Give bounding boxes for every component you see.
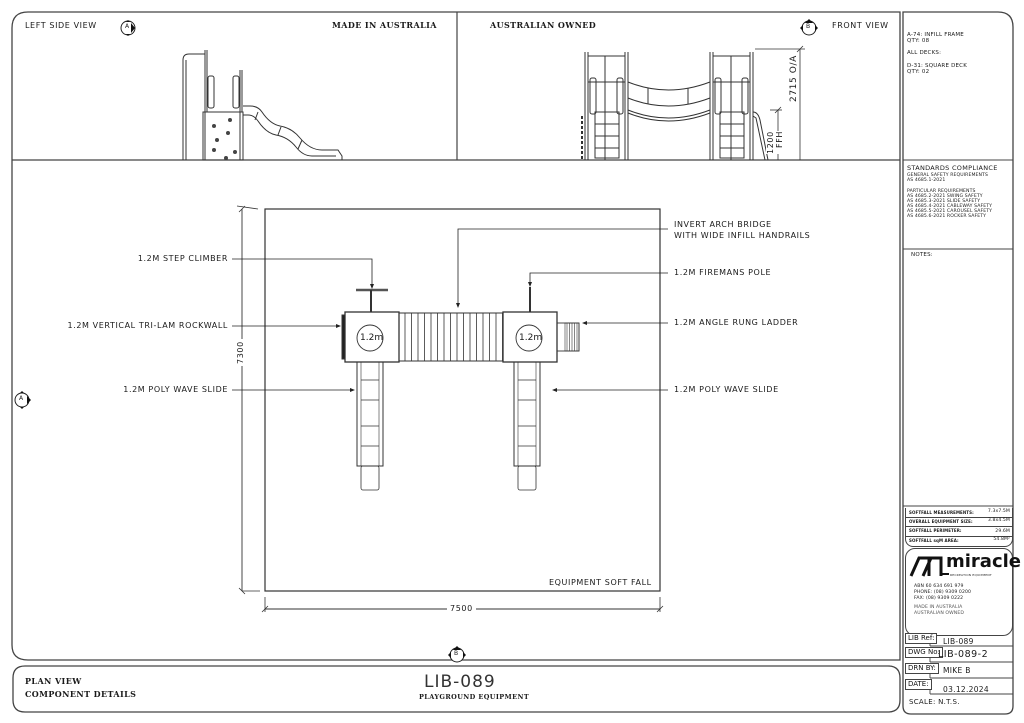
callout-wave-slide-right: 1.2M POLY WAVE SLIDE [674, 385, 779, 394]
company-fax: FAX: (08) 9309 0222 [914, 596, 964, 601]
field-value-date: 03.12.2024 [943, 685, 989, 694]
standards-section: STANDARDS COMPLIANCE GENERAL SAFETY REQU… [907, 164, 998, 219]
ffh-dimension: 1200 FFH [766, 130, 784, 154]
section-marker-icon [800, 19, 818, 36]
plan-marker-b: B [444, 643, 470, 665]
standards-title: STANDARDS COMPLIANCE [907, 164, 998, 172]
view-marker-b: B [796, 16, 822, 40]
component-group: ALL DECKS: [907, 50, 942, 56]
drawing-info-lines [929, 638, 1013, 695]
field-label-date: DATE: [905, 679, 932, 690]
company-made-in: MADE IN AUSTRALIA [914, 605, 963, 610]
drawing-subtitle: PLAYGROUND EQUIPMENT [419, 693, 530, 701]
marker-label: A [19, 395, 24, 402]
section-marker-icon [14, 391, 31, 409]
view-marker-a: A [118, 17, 140, 39]
particular-heading: PARTICULAR REQUIREMENTS [907, 189, 976, 194]
component-item: A-74: INFILL FRAME [907, 32, 964, 38]
deck-height-right: 1.2m [519, 333, 543, 343]
company-box: miracle RECREATION EQUIPMENT ABN 60 634 … [905, 548, 1021, 636]
field-value-drn-by: MIKE B [943, 666, 971, 675]
field-value-dwg-no: LIB-089-2 [938, 649, 989, 660]
measurement-row: SOFTFALL sqM AREA: 54.8M² [909, 537, 1010, 543]
callout-rockwall: 1.2M VERTICAL TRI-LAM ROCKWALL [67, 321, 228, 330]
section-marker-icon [448, 646, 466, 663]
component-qty: QTY: 02 [907, 69, 930, 75]
section-marker-icon [120, 20, 136, 36]
general-standard: AS 4685.1-2021 [907, 178, 946, 183]
softfall-label: EQUIPMENT SOFT FALL [549, 578, 652, 587]
view-marker-label: A [125, 23, 130, 30]
field-label-lib-ref: LIB Ref: [905, 633, 938, 644]
deck-height-left: 1.2m [360, 333, 384, 343]
callout-firemans-pole: 1.2M FIREMANS POLE [674, 268, 772, 277]
notes-label: NOTES: [911, 252, 933, 258]
view-name-line2: COMPONENT DETAILS [25, 689, 137, 699]
dimension-7500: 7500 [447, 604, 476, 613]
company-tagline: RECREATION EQUIPMENT [950, 573, 992, 577]
company-phone: PHONE: (08) 9309 0200 [914, 590, 972, 595]
left-side-view-title: LEFT SIDE VIEW [25, 21, 97, 30]
standard-item: AS 4685.5-2021 CAROUSEL SAFETY [907, 209, 993, 214]
drawing-info: LIB Ref: LIB-089 DWG No: LIB-089-2 DRN B… [903, 632, 1013, 714]
measurement-row: SOFTFALL PERIMETER: 29.6M [906, 526, 1012, 537]
callout-wave-slide-left: 1.2M POLY WAVE SLIDE [123, 385, 228, 394]
general-heading: GENERAL SAFETY REQUIREMENTS [907, 173, 988, 178]
component-item: D-31: SQUARE DECK [907, 63, 968, 69]
component-list: A-74: INFILL FRAME QTY: 08 ALL DECKS: D-… [907, 32, 967, 75]
plan-marker-a: A [11, 389, 35, 411]
company-abn: ABN 60 634 691 979 [914, 584, 964, 589]
measurements-table: SOFTFALL MEASUREMENTS: 7.3x7.5M OVERALL … [905, 508, 1013, 547]
front-view-title: FRONT VIEW [832, 21, 889, 30]
australian-owned: AUSTRALIAN OWNED [490, 20, 597, 30]
standard-item: AS 4685.3-2021 SLIDE SAFETY [907, 199, 981, 204]
dimension-7300: 7300 [236, 339, 245, 366]
made-in-australia: MADE IN AUSTRALIA [332, 20, 437, 30]
ffh-label: FFH [775, 130, 784, 148]
callout-bridge-line1: INVERT ARCH BRIDGE [674, 220, 772, 229]
component-qty: QTY: 08 [907, 38, 930, 44]
callout-angle-ladder: 1.2M ANGLE RUNG LADDER [674, 318, 799, 327]
marker-label: B [454, 650, 459, 657]
overall-height-dimension: 2715 O/A [789, 53, 799, 104]
measurement-row: SOFTFALL MEASUREMENTS: 7.3x7.5M [906, 508, 1012, 518]
field-value-lib-ref: LIB-089 [943, 637, 974, 646]
callout-step-climber: 1.2M STEP CLIMBER [137, 254, 228, 263]
standard-item: AS 4685.2-2021 SWING SAFETY [907, 194, 983, 199]
view-name-line1: PLAN VIEW [25, 676, 82, 686]
company-owned: AUSTRALIAN OWNED [914, 611, 964, 616]
field-label-dwg-no: DWG No: [905, 647, 943, 658]
standard-item: AS 4685.6-2021 ROCKER SAFETY [907, 214, 987, 219]
view-marker-label: B [806, 23, 811, 30]
company-logo-icon [909, 556, 949, 577]
callout-bridge-line2: WITH WIDE INFILL HANDRAILS [674, 231, 811, 240]
ffh-value: 1200 [766, 131, 775, 154]
scale-label: SCALE: N.T.S. [909, 698, 960, 706]
measurement-row: OVERALL EQUIPMENT SIZE: 3.8x4.5M [906, 517, 1012, 527]
drawing-code: LIB-089 [424, 672, 496, 692]
standard-item: AS 4685.4-2021 CABLEWAY SAFETY [907, 204, 993, 209]
company-name: miracle [946, 551, 1021, 572]
field-label-drn-by: DRN BY: [905, 663, 939, 674]
